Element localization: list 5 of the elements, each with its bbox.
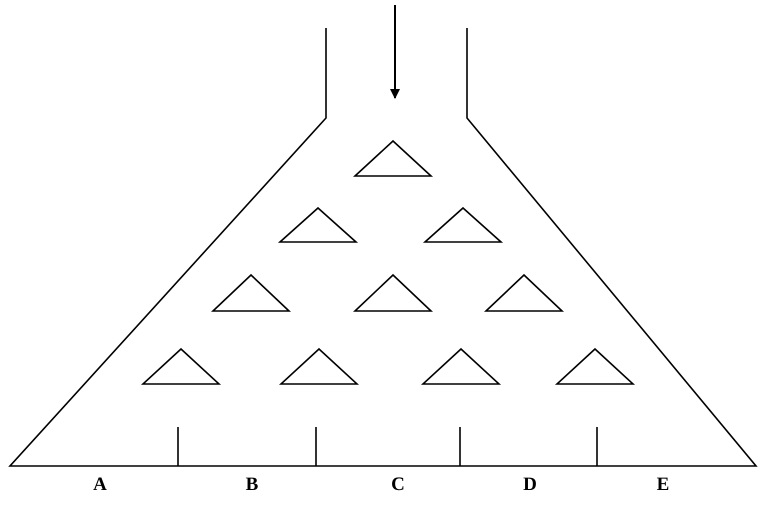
- bin-label: E: [656, 475, 670, 494]
- bin-label: C: [391, 475, 405, 494]
- bin-label: B: [246, 475, 258, 494]
- bin-label: D: [523, 475, 537, 494]
- bin-label: A: [93, 475, 107, 494]
